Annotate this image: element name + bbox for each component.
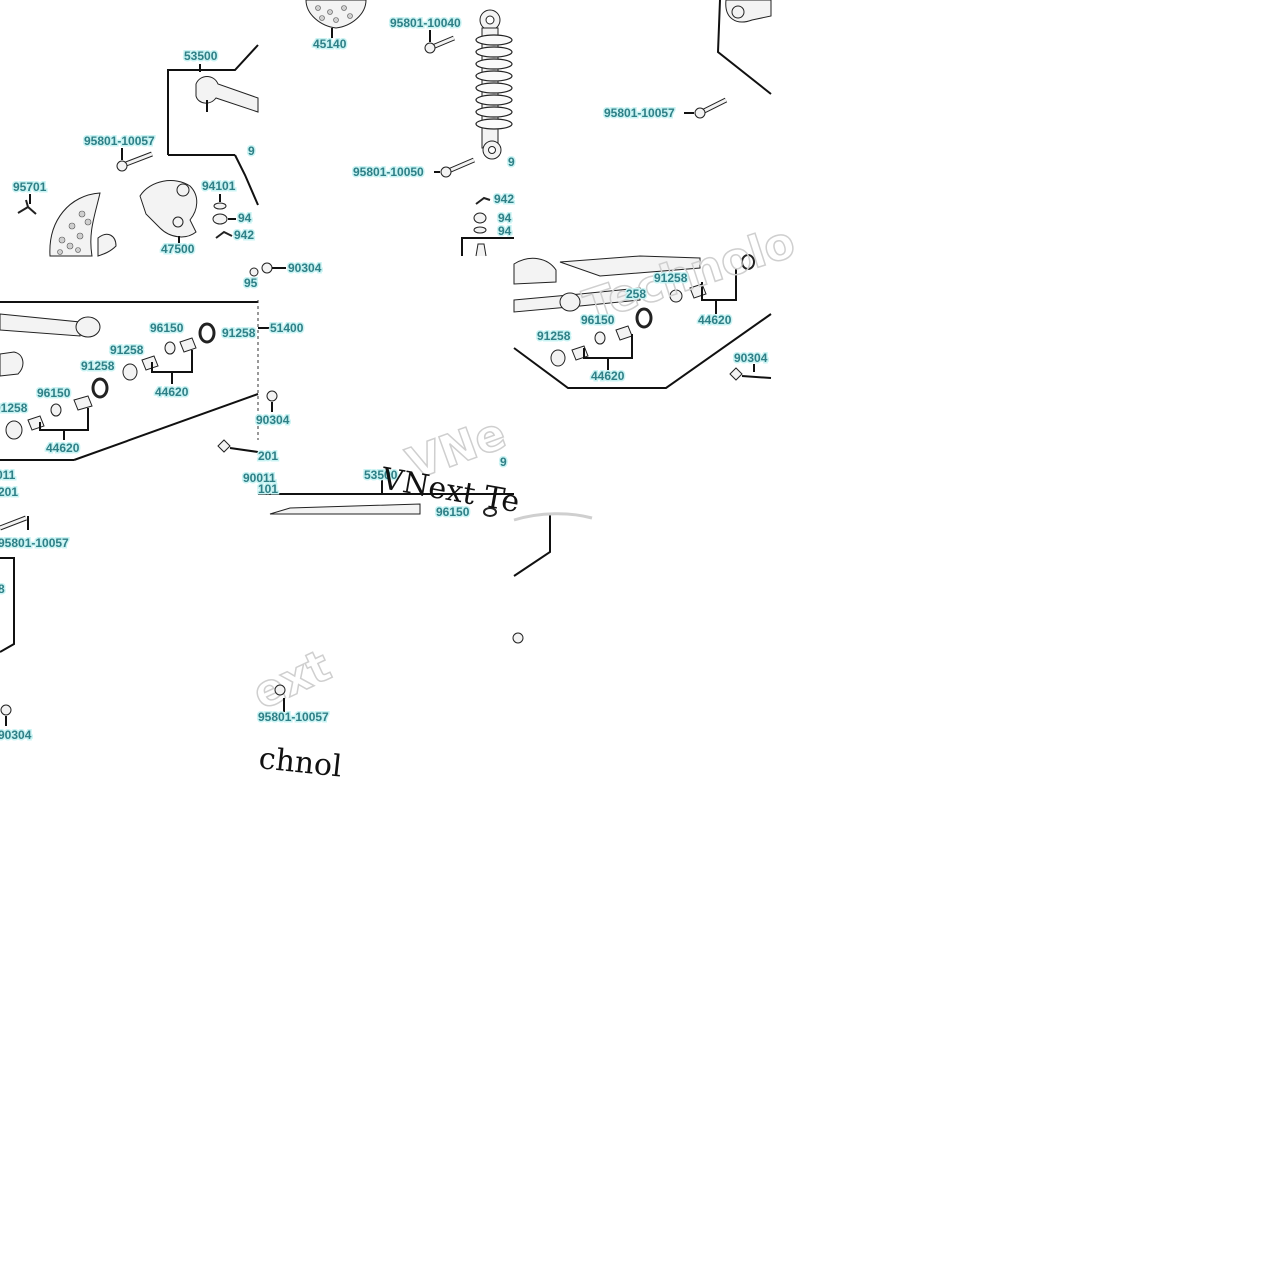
tile-lower-arm-bushings: 96150 91258 91258 91258 44620 96150 9125…: [0, 267, 259, 501]
label-91258-a: 91258: [222, 326, 256, 340]
tile-tie-rod-upper: 95801-10057: [603, 0, 772, 122]
label-91258-b: 91258: [110, 343, 144, 357]
watermark-text-2: chnol: [257, 741, 343, 784]
svg-text:94: 94: [238, 211, 252, 225]
label-44620-c: 44620: [698, 313, 732, 327]
brake-disc-part-2: [305, 0, 367, 29]
label-95801-10057: 95801-10057: [84, 134, 155, 148]
label-95801-10057-b: 95801-10057: [604, 106, 675, 120]
label-91258-d: 91258: [0, 401, 28, 415]
label-96150-a: 96150: [150, 321, 184, 335]
label-95801-10057-c: 95801-10057: [0, 536, 69, 550]
svg-text:95: 95: [244, 276, 258, 290]
label-47500: 47500: [161, 242, 195, 256]
shock-absorber-part: [475, 9, 513, 160]
svg-text:942: 942: [494, 192, 514, 206]
svg-text:9: 9: [508, 155, 515, 169]
label-44620-d: 44620: [591, 369, 625, 383]
svg-text:94: 94: [498, 211, 512, 225]
label-90304-d: 90304: [0, 728, 32, 742]
svg-text:9: 9: [248, 144, 255, 158]
label-90011-a: 90011: [243, 471, 276, 485]
tile-center-mount: 90304 51400 90304 201 90011 101 53500 96…: [242, 260, 523, 521]
arm-tube-part: [0, 313, 81, 337]
tile-shock-absorber: 45140 95801-10040 95801-10050 9 942 94 9…: [305, 0, 517, 257]
tile-lower-arm-right: Technolo 91258 96150 91258 44620 44620 9…: [513, 216, 802, 389]
svg-text:942: 942: [234, 228, 254, 242]
svg-text:101: 101: [258, 482, 278, 496]
label-90304-b: 90304: [256, 413, 290, 427]
label-91258-c: 91258: [81, 359, 115, 373]
label-94101: 94101: [202, 179, 236, 193]
label-90304-a: 90304: [288, 261, 322, 275]
label-96150-d: 96150: [581, 313, 615, 327]
svg-text:201: 201: [258, 449, 278, 463]
label-91258-e: 91258: [654, 271, 688, 285]
watermark-ghost-ext: ext: [245, 640, 338, 720]
svg-text:9: 9: [500, 455, 507, 469]
svg-text:011: 011: [0, 468, 16, 482]
svg-text:8: 8: [0, 582, 5, 596]
tile-bottom-center: ext 95801-10057 chnol: [244, 639, 343, 784]
label-95801-10050: 95801-10050: [353, 165, 424, 179]
label-95801-10040: 95801-10040: [390, 16, 461, 30]
label-53500-b: 53500: [364, 468, 398, 482]
tile-bottom-left: 95801-10057 8 90304: [0, 515, 71, 744]
label-51400: 51400: [270, 321, 304, 335]
tile-steering-knuckle: 53500 95801-10057 95701 94101 47500 9 94…: [12, 44, 259, 258]
svg-text:201: 201: [0, 485, 18, 499]
svg-text:94: 94: [498, 224, 512, 238]
label-91258-g: 91258: [537, 329, 571, 343]
tile-bottom-right: [512, 512, 593, 644]
svg-text:258: 258: [626, 287, 646, 301]
label-53500: 53500: [184, 49, 218, 63]
label-44620-a: 44620: [155, 385, 189, 399]
label-90304-c: 90304: [734, 351, 768, 365]
disc-holes: [57, 210, 92, 255]
tie-rod-end-part: [195, 76, 259, 113]
label-44620-b: 44620: [46, 441, 80, 455]
label-45140: 45140: [313, 37, 347, 51]
bolt-95801-10057: [116, 148, 153, 172]
label-96150-b: 96150: [37, 386, 71, 400]
label-95701: 95701: [13, 180, 47, 194]
label-95801-10057-d: 95801-10057: [258, 710, 329, 724]
label-96150-c: 96150: [436, 505, 470, 519]
